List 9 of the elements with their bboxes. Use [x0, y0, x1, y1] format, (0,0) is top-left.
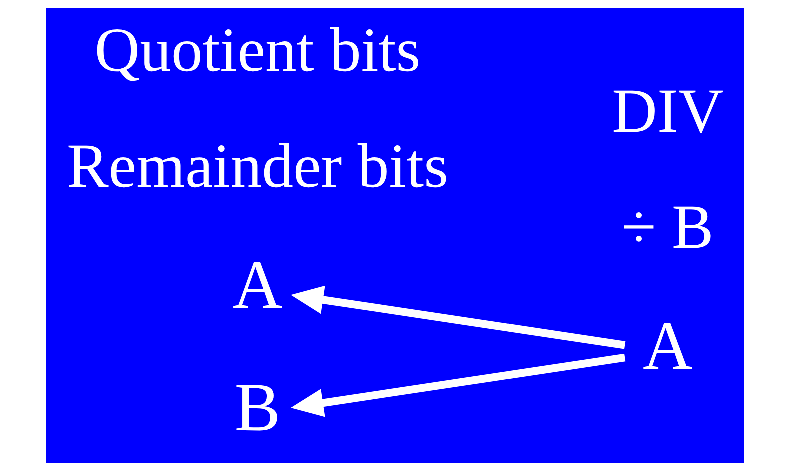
- arrow: [291, 286, 626, 350]
- node-text: A: [232, 246, 283, 323]
- node-text: A: [643, 308, 693, 384]
- label: Remainder bits: [66, 130, 449, 201]
- label: ÷ B: [622, 192, 714, 262]
- arrow: [291, 354, 626, 418]
- node-text: B: [234, 369, 281, 446]
- label: Quotient bits: [94, 14, 421, 85]
- label: DIV: [612, 76, 724, 146]
